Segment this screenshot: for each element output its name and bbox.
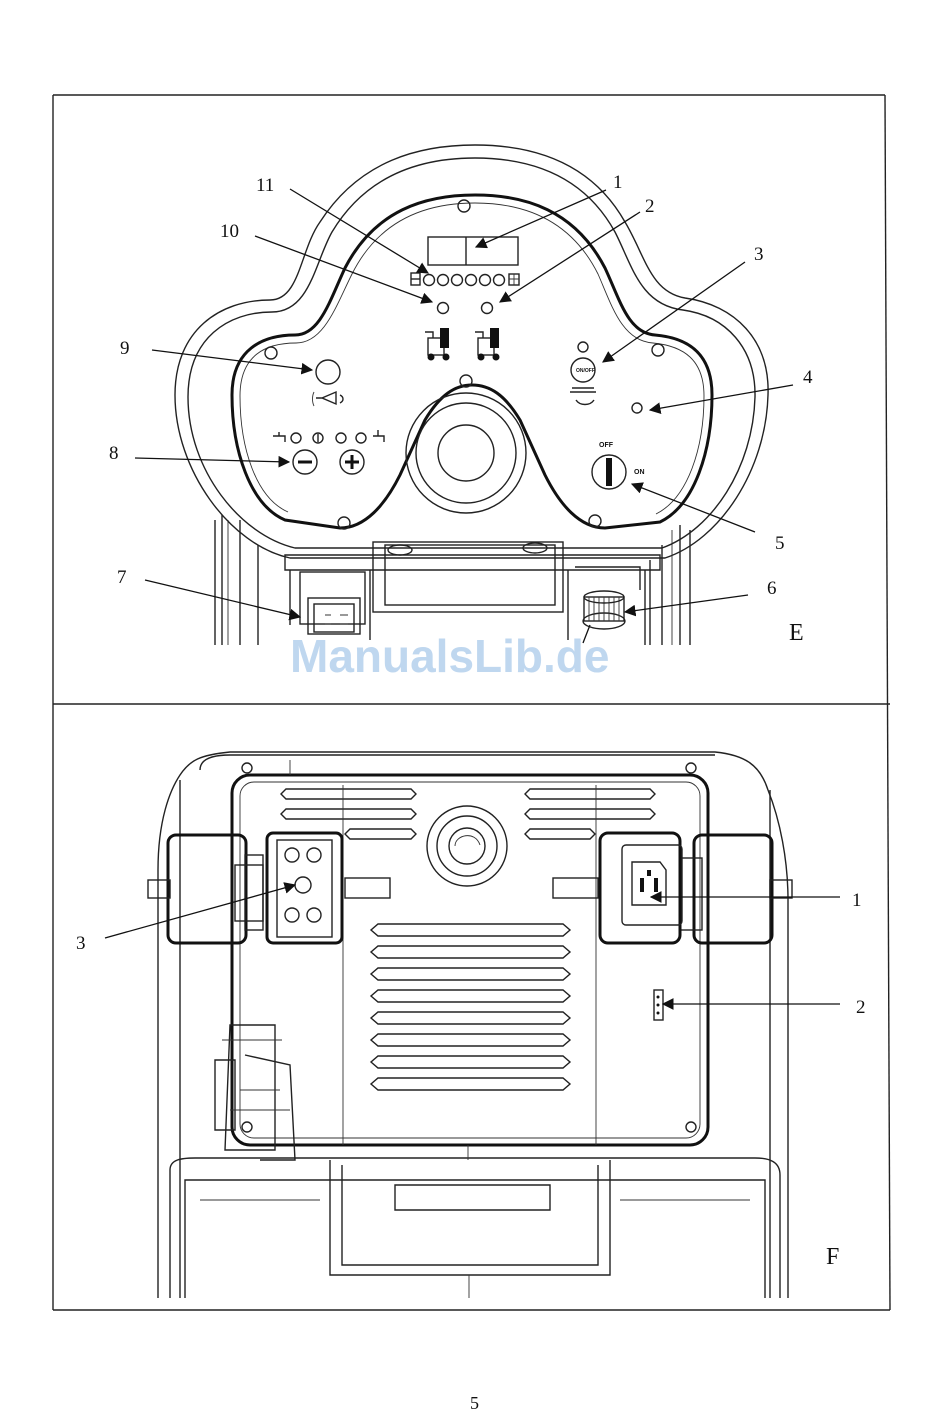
service-connector (654, 990, 663, 1020)
callout-e-2: 2 (645, 196, 655, 217)
charger-socket-panel (267, 833, 342, 943)
page-number: 5 (470, 1393, 479, 1413)
callout-e-6: 6 (767, 578, 777, 599)
water-decrease-button (293, 450, 317, 474)
key-off-label: OFF (599, 442, 614, 449)
battery-indicator-leds (411, 273, 519, 286)
right-hinge-clamp (553, 835, 792, 943)
key-on-label: ON (634, 469, 645, 476)
callout-e-10: 10 (220, 221, 239, 242)
fast-speed-tractor-icon (475, 328, 500, 361)
panel-f-letter: F (826, 1244, 839, 1270)
panel-e-letter: E (789, 620, 804, 646)
key-switch: OFF ON (592, 442, 645, 489)
left-hinge-clamp (148, 835, 390, 943)
power-inlet-socket (600, 833, 682, 943)
tank-connector (308, 598, 360, 634)
brush-onoff-button: ON/OFF (570, 342, 596, 405)
display-screen (428, 237, 518, 265)
steering-column (406, 393, 526, 513)
callout-f-2: 2 (856, 997, 866, 1018)
callout-e-7: 7 (117, 567, 127, 588)
callout-e-3: 3 (754, 244, 764, 265)
console-housing-outer (175, 145, 768, 558)
emergency-stop-button (427, 806, 507, 886)
console-panel-face (232, 195, 712, 528)
left-lever-assembly (215, 1025, 295, 1160)
slow-speed-tractor-icon (425, 328, 450, 361)
horn-button (313, 360, 344, 406)
callout-e-4: 4 (803, 367, 813, 388)
figure-frame (53, 95, 890, 1310)
adjustment-knob (583, 591, 625, 629)
panel-f-callouts: 1 2 3 F (76, 890, 866, 1270)
indicator-led-4 (632, 403, 642, 413)
callout-f-3: 3 (76, 933, 86, 954)
water-increase-button (340, 450, 364, 474)
lower-vents (371, 924, 570, 1090)
rear-wheels (215, 515, 690, 645)
speed-indicator-leds (438, 303, 493, 314)
upper-vents (281, 789, 655, 839)
onoff-label: ON/OFF (576, 368, 595, 374)
watermark: ManualsLib.de (290, 630, 609, 682)
water-flow-leds (273, 430, 384, 443)
panel-f-rear-view: 1 2 3 F (76, 752, 866, 1298)
callout-f-1: 1 (852, 890, 862, 911)
panel-e-control-panel: ON/OFF (109, 145, 813, 646)
console-housing-mid (188, 158, 755, 548)
callout-e-9: 9 (120, 338, 130, 359)
panel-screws (265, 200, 664, 529)
callout-e-5: 5 (775, 533, 785, 554)
bottom-handle (170, 1145, 780, 1298)
callout-e-8: 8 (109, 443, 119, 464)
callout-e-11: 11 (256, 175, 274, 196)
callout-e-1: 1 (613, 172, 623, 193)
